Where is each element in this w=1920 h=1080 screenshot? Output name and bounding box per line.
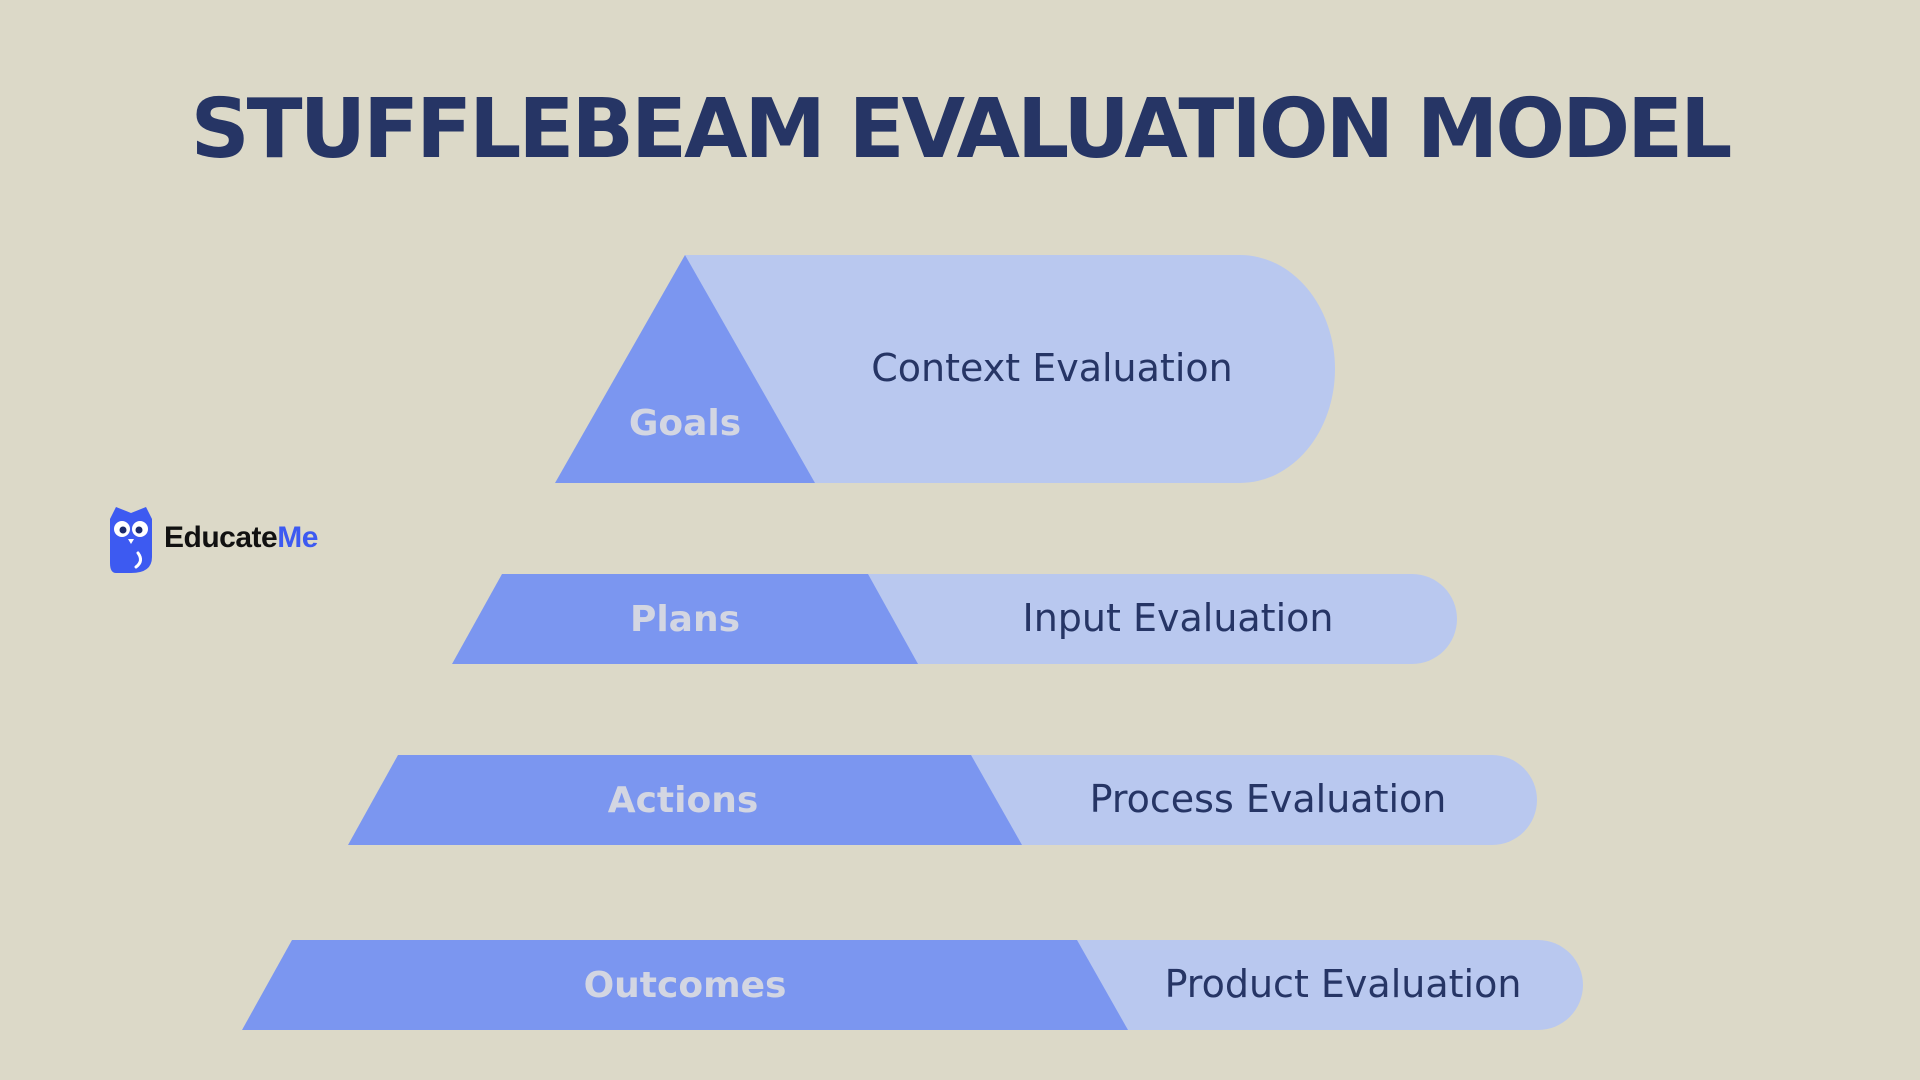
tier-plans-label: Plans [630,599,740,640]
educateme-logo: EducateMe [108,505,348,575]
tier-actions-label: Actions [608,780,759,821]
tier-actions-pill [965,755,1537,845]
tier-actions-trapezoid [348,755,1022,845]
tier-actions-evaluation: Process Evaluation [1090,777,1447,821]
tier-outcomes-trapezoid [242,940,1128,1030]
tier-outcomes-label: Outcomes [584,965,787,1006]
owl-icon [110,507,152,573]
tier-actions: Actions Process Evaluation [348,755,1537,845]
logo-text-me: Me [277,521,318,554]
tier-outcomes: Outcomes Product Evaluation [242,940,1583,1030]
tier-plans-trapezoid [452,574,918,664]
tier-goals-pill [685,255,1335,483]
tier-goals: Goals Context Evaluation [555,255,1335,483]
tier-outcomes-evaluation: Product Evaluation [1165,962,1522,1006]
tier-goals-evaluation: Context Evaluation [871,346,1232,390]
page-title: STUFFLEBEAM EVALUATION MODEL [190,82,1733,177]
tier-goals-triangle [555,255,815,483]
tier-plans: Plans Input Evaluation [452,574,1457,664]
tier-plans-evaluation: Input Evaluation [1023,596,1334,640]
logo-text-educate: Educate [164,521,278,554]
tier-outcomes-pill [1070,940,1583,1030]
tier-goals-label: Goals [629,403,741,444]
tier-plans-pill [860,574,1457,664]
